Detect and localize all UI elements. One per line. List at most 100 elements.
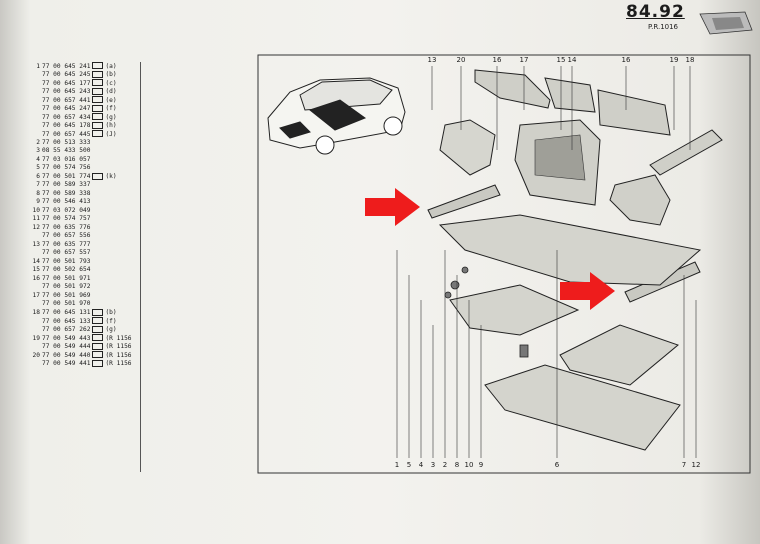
variant-icon [92, 172, 104, 180]
part-20 [439, 119, 496, 176]
part-index: 13 [32, 240, 40, 248]
part-row: 77 00 549 444(R 1156 [32, 342, 140, 352]
part-code: 77 00 574 757 [42, 215, 91, 222]
part-variant-tag: (e) [105, 96, 117, 104]
part-variant-tag: (R 1156 [105, 360, 132, 367]
part-code: 77 00 635 776 [42, 223, 91, 231]
variant-icon [92, 104, 104, 112]
variant-icon [92, 351, 104, 358]
part-variant-tag: (R 1156 [105, 343, 132, 350]
part-row: 77 00 657 434 (g) [32, 113, 140, 122]
part-code: 77 00 589 337 [42, 181, 91, 188]
variant-icon [92, 79, 104, 86]
part-code: 77 03 016 057 [42, 155, 91, 163]
callout-label: 5 [407, 461, 411, 469]
part-variant-tag: (b) [105, 71, 117, 78]
car-illustration [267, 77, 406, 155]
part-variant-tag: (J) [105, 130, 117, 138]
variant-icon [92, 121, 104, 129]
callout-label: 18 [686, 56, 695, 64]
callout-label: 10 [465, 461, 474, 469]
part-front-mat-right [559, 324, 680, 386]
part-row: 77 00 645 245 (b) [32, 70, 140, 80]
column-divider [140, 62, 141, 472]
callout-label: 20 [457, 56, 466, 64]
part-row: 77 00 549 441 (R 1156 [32, 359, 140, 369]
part-variant-tag: (b) [105, 309, 117, 316]
part-variant-tag: (h) [105, 122, 117, 129]
callout-leaders [396, 66, 697, 458]
callout-label: 7 [682, 461, 686, 469]
part-code: 77 00 501 970 [42, 300, 91, 307]
part-index: 10 [32, 206, 40, 214]
variant-icon [92, 308, 104, 316]
part-index: 1 [36, 62, 40, 70]
part-code: 77 00 635 777 [42, 240, 91, 248]
callout-label: 19 [670, 56, 679, 64]
variant-icon [92, 62, 104, 69]
part-row: 77 00 645 247(f) [32, 104, 140, 114]
part-code: 77 00 657 441 [42, 96, 91, 104]
part-row: 77 00 645 243 (d) [32, 87, 140, 97]
part-row: 77 00 645 133(f) [32, 317, 140, 326]
part-code: 77 00 645 243 [42, 88, 91, 95]
variant-icon [92, 96, 104, 103]
part-row: 77 00 645 177 (c) [32, 79, 140, 88]
part-variant-tag: (g) [105, 113, 117, 121]
part-row: 77 00 657 556 [32, 232, 140, 241]
part-6 [484, 364, 681, 451]
variant-icon [92, 70, 104, 78]
part-index: 11 [32, 215, 40, 222]
callout-label: 16 [622, 56, 631, 64]
part-code: 77 03 072 049 [42, 206, 91, 214]
part-index: 20 [32, 351, 40, 359]
part-code: 77 00 645 177 [42, 79, 91, 87]
part-code: 77 00 657 556 [42, 232, 91, 239]
variant-icon [92, 334, 104, 341]
part-index: 4 [36, 155, 40, 163]
part-code: 77 00 645 247 [42, 105, 91, 112]
part-13 [427, 184, 501, 219]
part-variant-tag: (d) [105, 88, 117, 95]
variant-icon [92, 342, 104, 350]
part-code: 77 00 574 756 [42, 164, 91, 171]
part-variant-tag: (c) [105, 79, 117, 87]
part-index: 6 [36, 173, 40, 180]
part-code: 77 00 546 413 [42, 198, 91, 205]
part-code: 77 00 657 557 [42, 249, 91, 256]
thumbnail-icon [699, 11, 753, 35]
red-arrow-left [365, 188, 420, 226]
part-variant-tag: (R 1156 [105, 334, 132, 342]
variant-icon [92, 113, 104, 120]
callout-label: 3 [431, 461, 435, 469]
part-code: 77 00 549 443 [42, 334, 91, 342]
part-index: 8 [36, 189, 40, 197]
variant-icon [92, 325, 104, 333]
part-index: 17 [32, 291, 40, 299]
part-code: 77 00 657 434 [42, 113, 91, 121]
variant-icon [92, 87, 104, 95]
part-row: 77 00 657 445(J) [32, 130, 140, 139]
part-variant-tag: (g) [105, 326, 117, 333]
part-code: 77 00 645 245 [42, 71, 91, 78]
part-code: 77 00 549 441 [42, 360, 91, 367]
part-index: 9 [36, 198, 40, 205]
part-16 [597, 89, 671, 136]
part-index: 2 [36, 138, 40, 146]
part-index: 18 [32, 309, 40, 316]
callout-label: 2 [443, 461, 447, 469]
part-index: 5 [36, 164, 40, 171]
